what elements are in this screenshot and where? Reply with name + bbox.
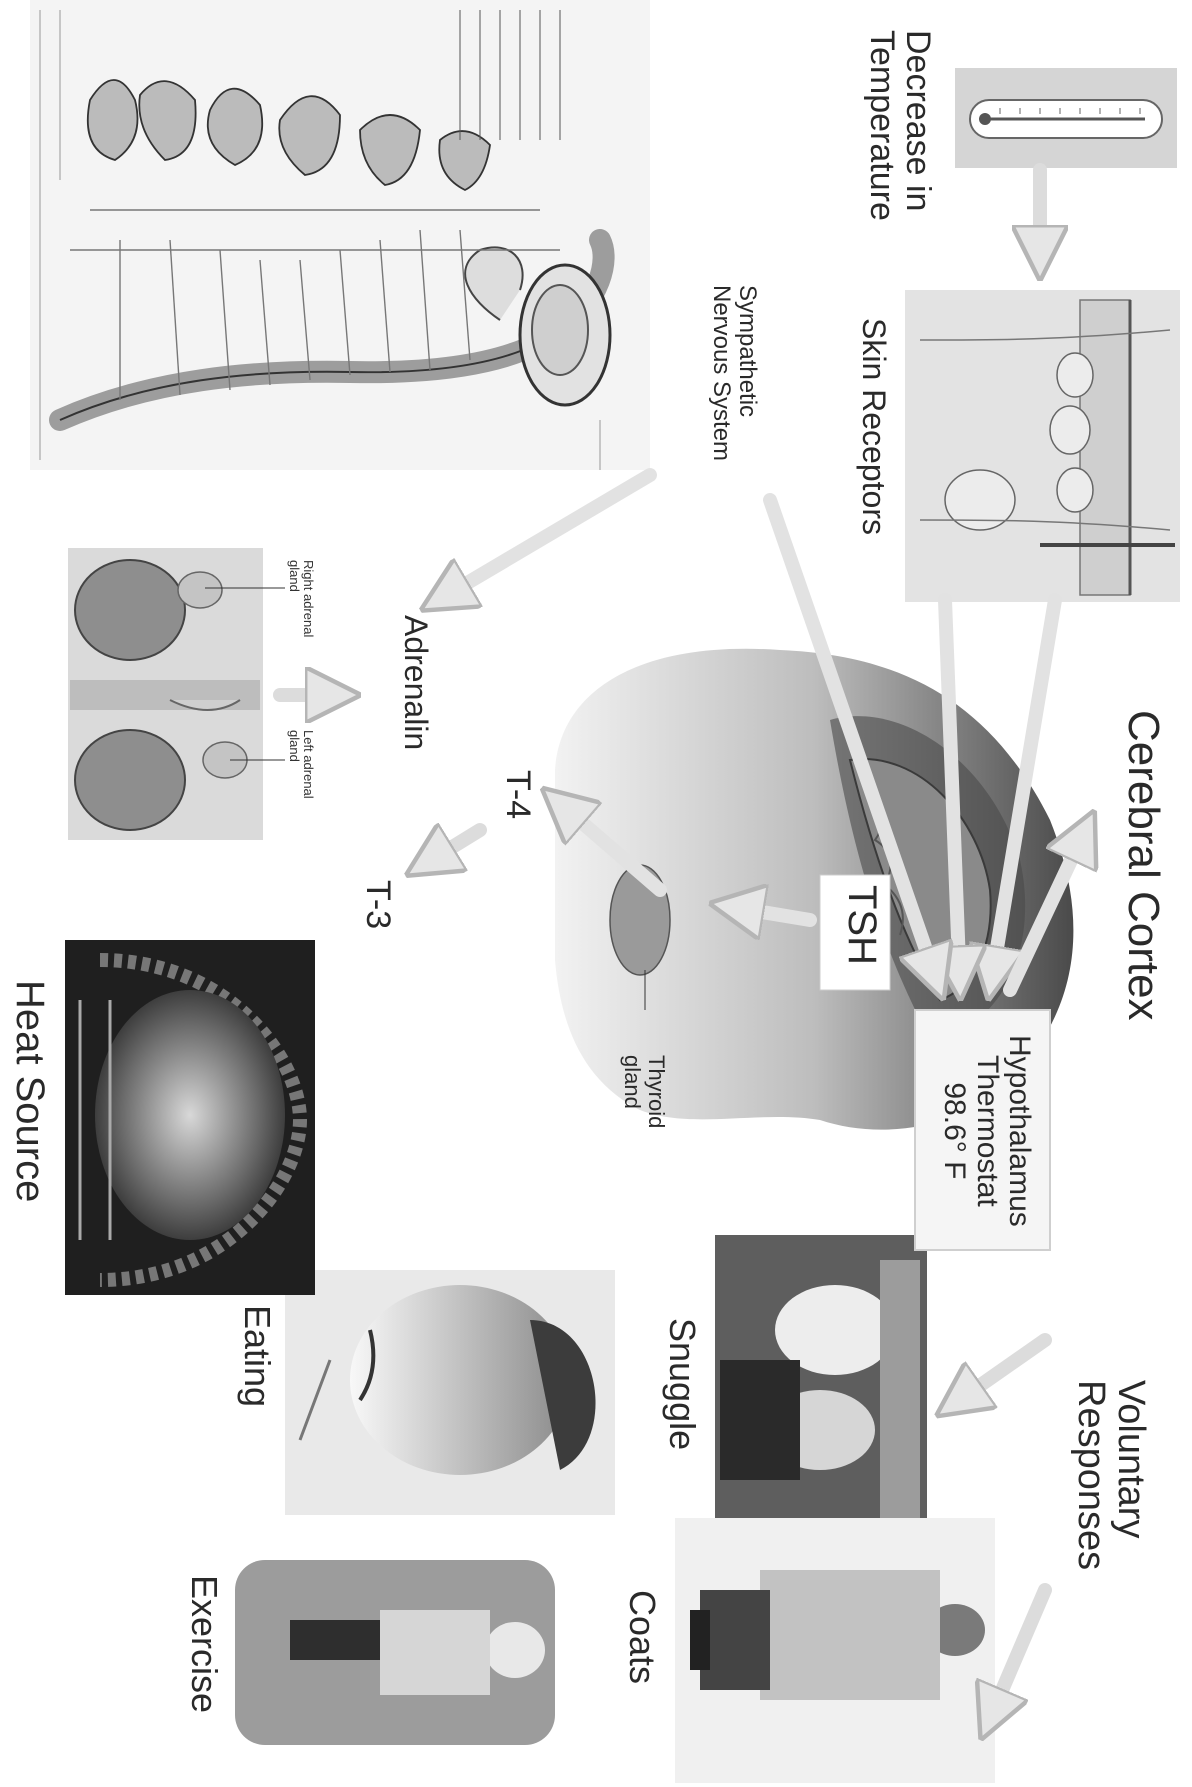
exercise-photo <box>235 1560 555 1745</box>
decrease-temperature-label: Decrease in Temperature <box>864 30 935 221</box>
arrow-t4-to-t3 <box>415 830 480 870</box>
skin-receptors-illustration <box>905 290 1180 602</box>
tsh-label: TSH <box>842 885 882 965</box>
adrenal-glands-illustration <box>68 548 285 840</box>
right-adrenal-gland-label: Right adrenal gland <box>286 560 315 637</box>
cerebral-cortex-label: Cerebral Cortex <box>1121 710 1165 1021</box>
left-adrenal-gland-label: Left adrenal gland <box>286 730 315 799</box>
snuggle-label: Snuggle <box>664 1318 700 1450</box>
sympathetic-nervous-system-label: Sympathetic Nervous System <box>707 285 760 461</box>
coats-label: Coats <box>624 1590 660 1684</box>
nervous-system-illustration <box>30 0 650 470</box>
voluntary-responses-label: Voluntary Responses <box>1070 1380 1150 1570</box>
hypothalamus-thermostat-label: Hypothalamus Thermostat 98.6° F <box>938 1035 1035 1227</box>
eating-photo <box>285 1270 615 1515</box>
arrow-sympathetic-to-adrenalin <box>430 475 650 605</box>
heat-source-photo <box>65 940 315 1295</box>
thyroid-gland-label: Thyroid gland <box>620 1055 668 1128</box>
thermometer-illustration <box>955 68 1177 168</box>
arrow-hypothalamus-to-snuggle <box>945 1340 1045 1410</box>
adrenalin-label: Adrenalin <box>400 615 432 750</box>
eating-label: Eating <box>239 1305 275 1407</box>
exercise-label: Exercise <box>186 1575 222 1713</box>
coats-photo <box>675 1518 995 1783</box>
t3-label: T-3 <box>361 880 395 929</box>
snuggle-photo <box>715 1235 927 1545</box>
skin-receptors-label: Skin Receptors <box>858 318 890 535</box>
heat-source-label: Heat Source <box>10 980 50 1202</box>
t4-label: T-4 <box>501 770 535 819</box>
